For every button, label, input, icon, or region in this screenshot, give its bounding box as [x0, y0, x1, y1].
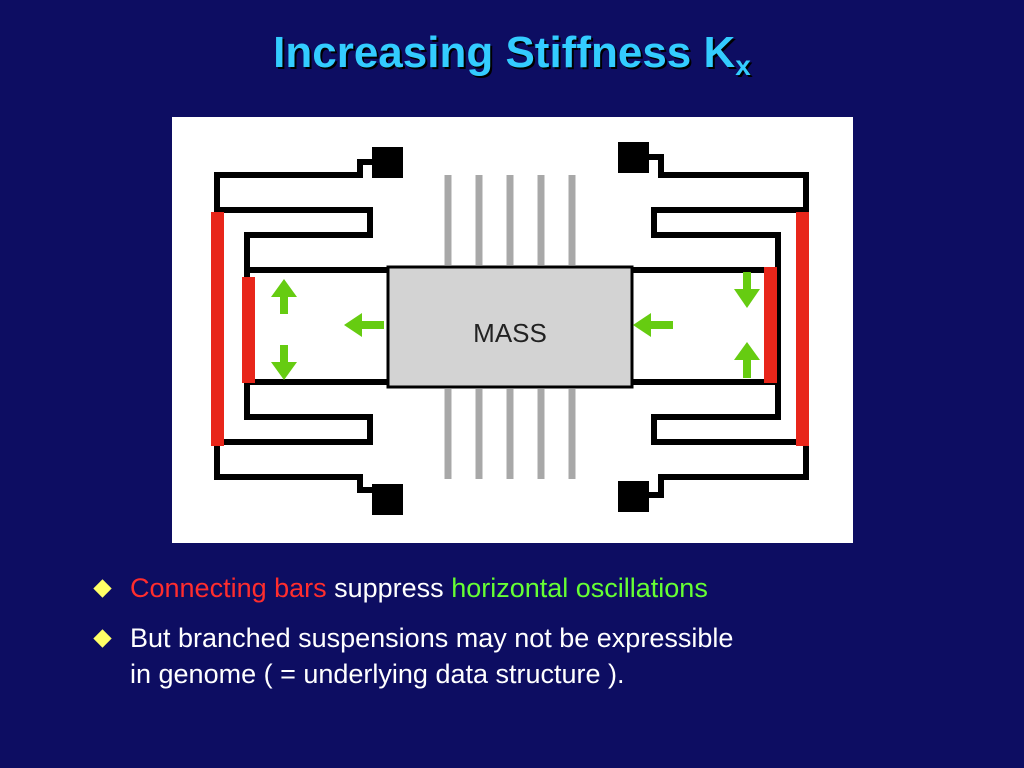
diagram-svg: MASS — [211, 142, 809, 515]
mass-block — [386, 265, 634, 389]
arrow-up-right-icon — [734, 342, 760, 378]
bullet-text-horizontal-oscillations: horizontal oscillations — [451, 573, 708, 603]
title-text: Increasing Stiffness K — [273, 28, 736, 77]
bullet-text-line1: But branched suspensions may not be expr… — [130, 623, 734, 653]
slide-title: Increasing Stiffness Kx — [0, 28, 1024, 82]
arrow-down-left-icon — [271, 345, 297, 380]
comb-fingers-top — [444, 175, 576, 265]
left-anchor-bottom — [372, 484, 403, 515]
connecting-bars — [211, 212, 809, 446]
title-subscript: x — [735, 50, 751, 81]
connecting-bar-left-outer — [211, 212, 224, 446]
bullet-text-line2: in genome ( = underlying data structure … — [130, 659, 625, 689]
mems-diagram: MASS — [172, 117, 853, 543]
diamond-bullet-icon — [93, 579, 112, 598]
bullet-item: Connecting bars suppress horizontal osci… — [88, 570, 968, 606]
bullet-text-connecting-bars: Connecting bars — [130, 573, 327, 603]
bullet-item: But branched suspensions may not be expr… — [88, 620, 968, 692]
connecting-bar-right-inner — [764, 267, 777, 383]
mass-label: MASS — [473, 318, 547, 348]
connecting-bar-left-inner — [242, 277, 255, 383]
bullet-list: Connecting bars suppress horizontal osci… — [88, 570, 968, 706]
force-arrows — [271, 272, 760, 380]
arrow-down-right-icon — [734, 272, 760, 308]
arrow-left-right-icon — [633, 313, 673, 337]
right-suspension — [633, 154, 809, 498]
diamond-bullet-icon — [93, 629, 112, 648]
left-anchor-top — [372, 147, 403, 178]
right-anchor-bottom — [618, 481, 649, 512]
arrow-up-left-icon — [271, 279, 297, 314]
bullet-text-suppress: suppress — [326, 573, 452, 603]
comb-fingers-bottom — [444, 389, 576, 479]
arrow-left-left-icon — [344, 313, 384, 337]
right-anchor-top — [618, 142, 649, 173]
connecting-bar-right-outer — [796, 212, 809, 446]
